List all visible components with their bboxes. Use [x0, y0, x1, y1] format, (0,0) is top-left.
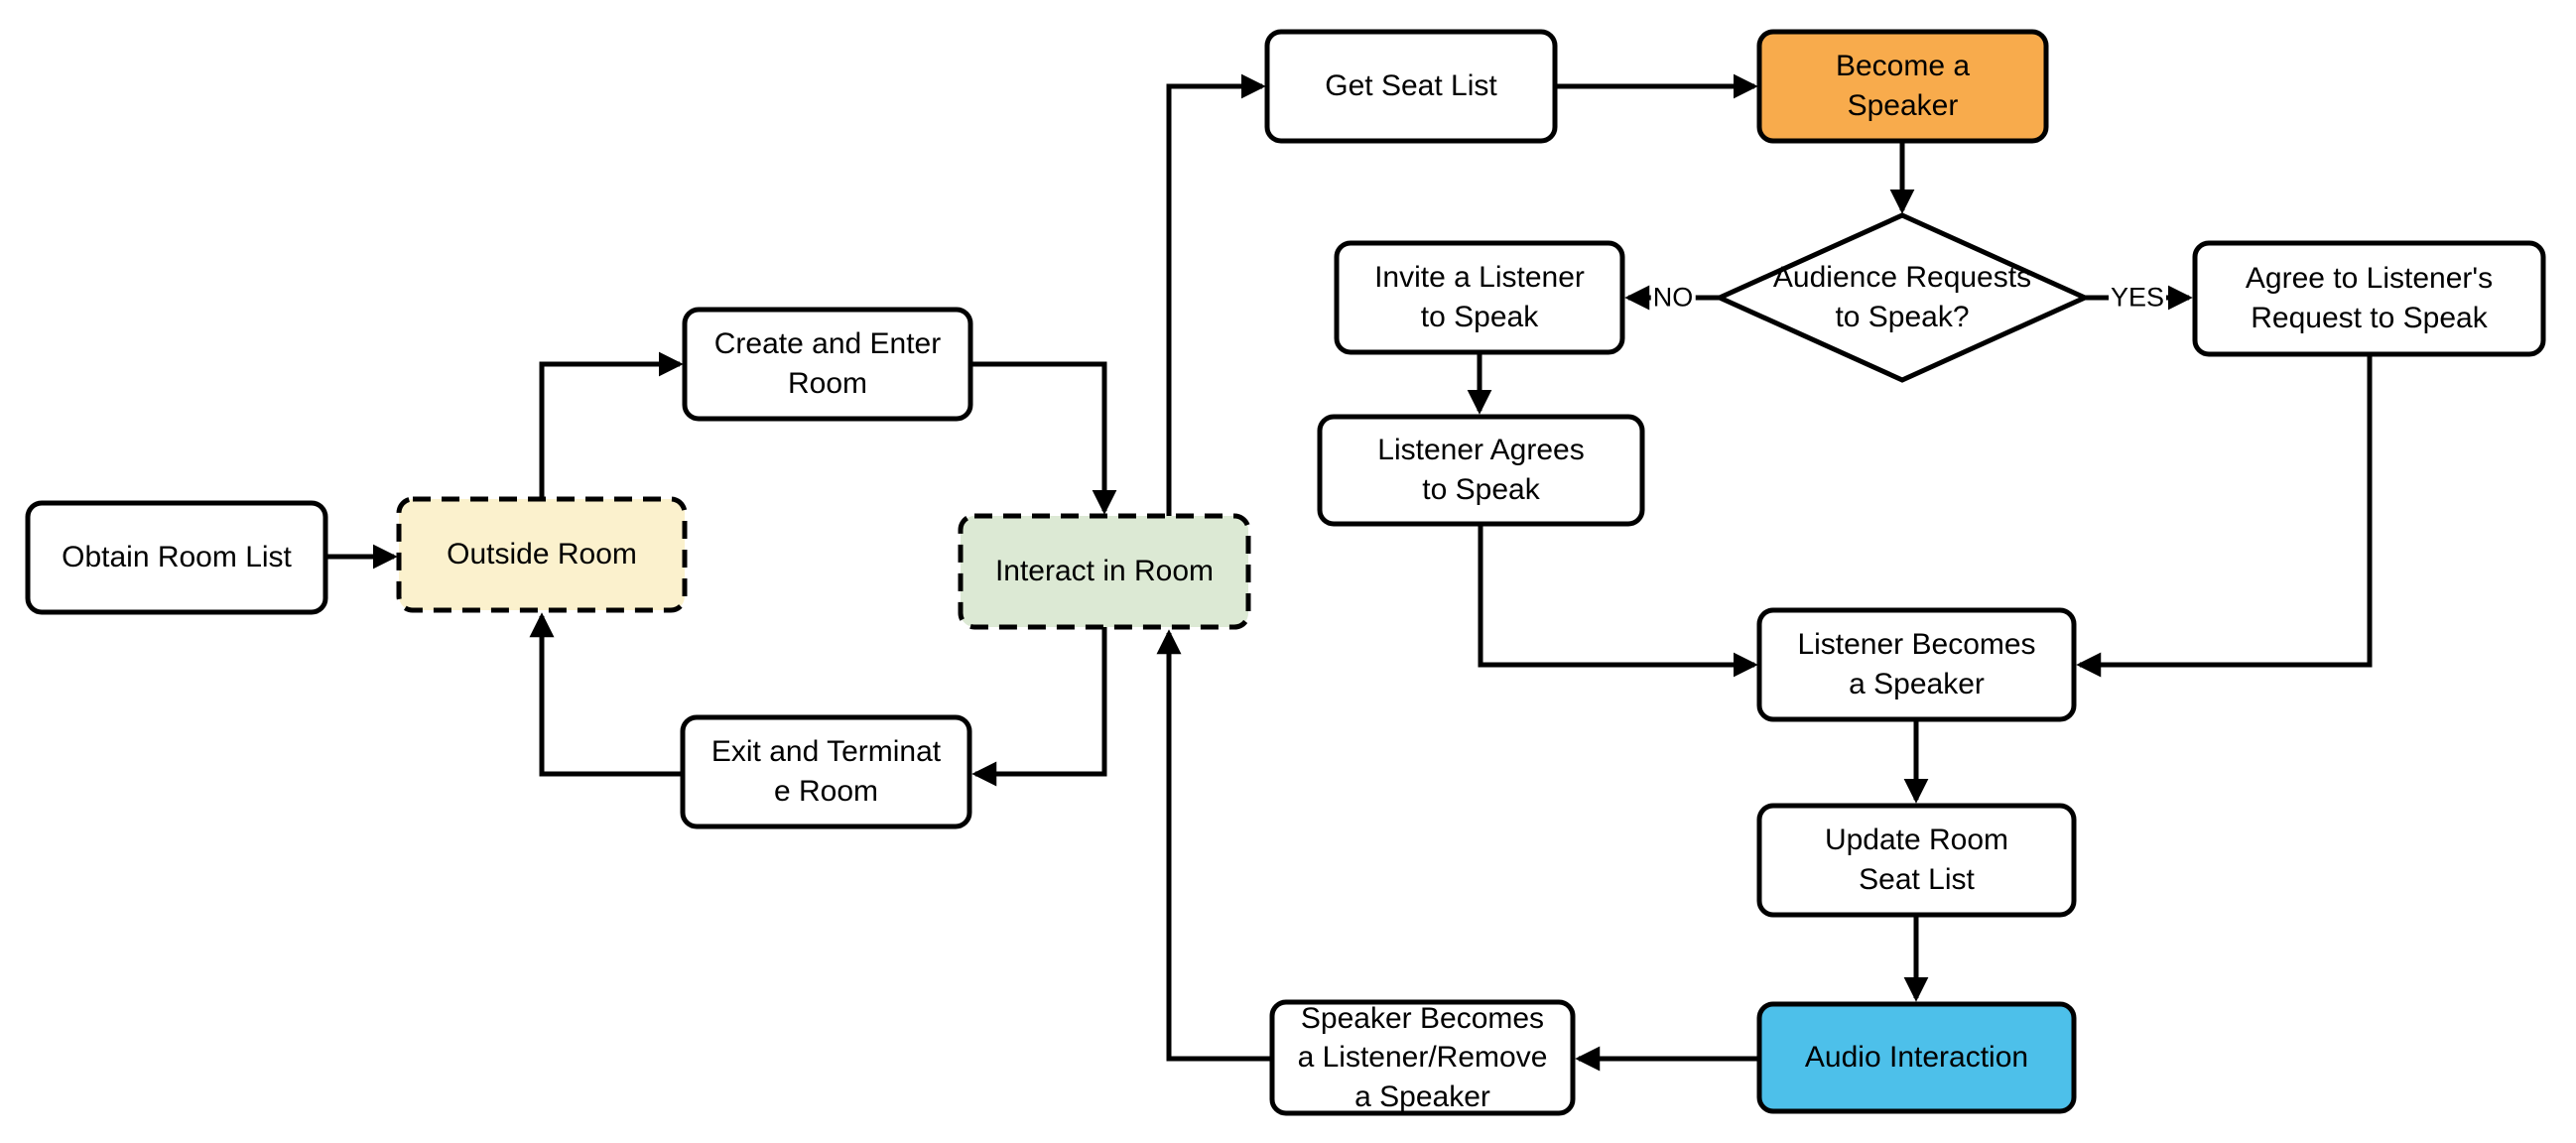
edge-exit-to-outside — [529, 612, 683, 777]
node-audio-interaction — [1756, 1001, 2077, 1114]
node-speaker-becomes-a-listener — [1269, 999, 1576, 1116]
node-invite-a-listener-to-speak — [1334, 240, 1625, 355]
node-interact-in-room — [958, 513, 1251, 630]
edge-label-decision-yes-to-agree: YES — [2108, 282, 2167, 314]
node-outside-room — [396, 496, 688, 613]
edge-create-to-interact — [970, 361, 1117, 515]
edge-listener-agrees-to-becomes — [1478, 524, 1758, 678]
node-obtain-room-list — [25, 500, 328, 615]
node-become-a-speaker — [1756, 29, 2049, 144]
node-update-room-seat-list — [1756, 803, 2077, 918]
edge-agree-to-becomes — [2076, 354, 2373, 678]
edge-speaker-becomes-to-interact — [1156, 629, 1272, 1062]
node-create-and-enter-room — [682, 307, 973, 422]
node-exit-and-terminate-room — [680, 714, 972, 829]
node-get-seat-list — [1264, 29, 1558, 144]
edge-interact-to-exit — [971, 627, 1107, 787]
edge-outside-to-create — [539, 351, 684, 499]
node-listener-becomes-a-speaker — [1756, 607, 2077, 722]
node-listener-agrees-to-speak — [1317, 414, 1645, 527]
node-audience-requests-to-speak — [1713, 212, 2092, 383]
node-agree-to-listeners-request — [2192, 240, 2546, 357]
edge-interact-to-get-seat — [1166, 73, 1266, 516]
edge-label-decision-no-to-invite: NO — [1650, 282, 1696, 314]
